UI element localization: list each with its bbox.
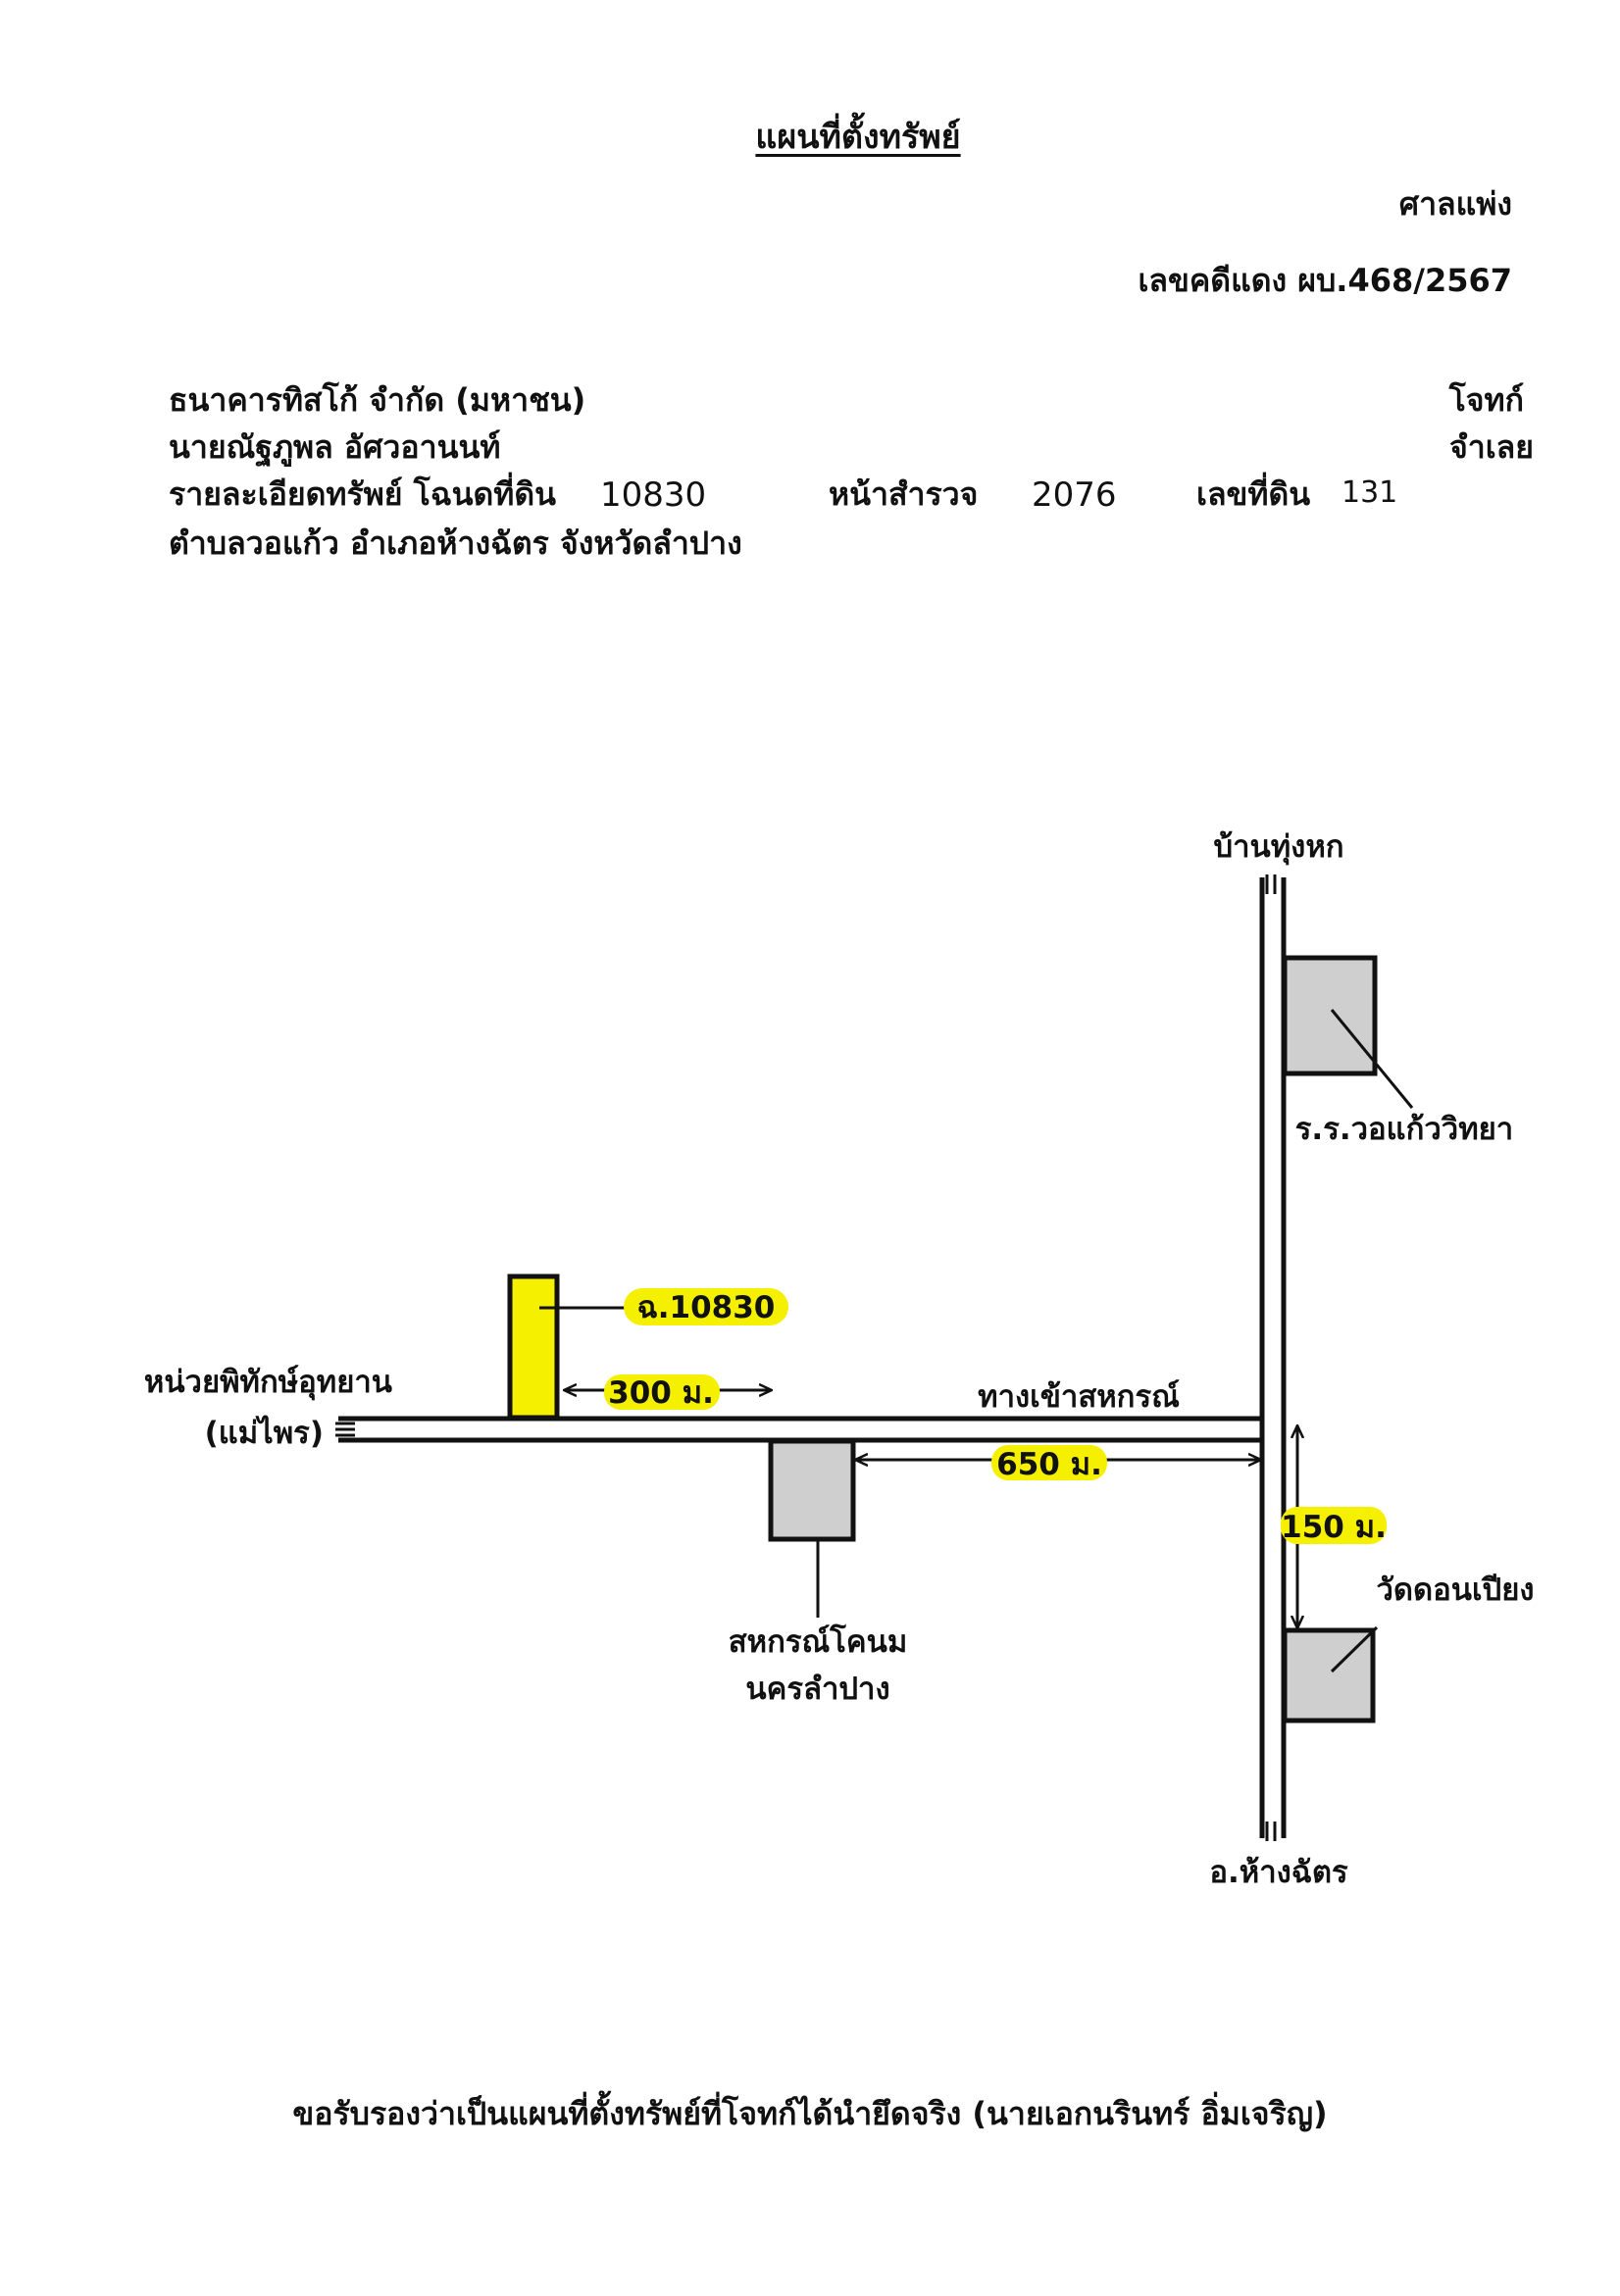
dist-coop-highlight [991,1445,1107,1480]
plaintiff-role: โจทก์ [1448,381,1524,419]
distance-parcel-label: 300 ม. [608,1375,714,1411]
dist-parcel-highlight [604,1374,720,1410]
parcel-label: ฉ.10830 [637,1290,776,1325]
defendant-role: จำเลย [1448,428,1534,466]
survey-page-label: หน้าสำรวจ [829,475,979,513]
case-number: เลขคดีแดง ผบ.468/2567 [1138,262,1512,299]
property-detail-label: รายละเอียดทรัพย์ โฉนดที่ดิน [169,475,557,513]
coop-label-line-1: สหกรณ์โคนม [729,1623,908,1660]
west-destination-label-1: หน่วยพิทักษ์อุทยาน [144,1365,392,1401]
parcel-label-highlight [624,1288,788,1325]
page-title: แผนที่ตั้งทรัพย์ [755,118,961,157]
temple-leader-line [1330,1625,1379,1673]
certification-text: ขอรับรองว่าเป็นแผนที่ตั้งทรัพย์ที่โจทก์ไ… [292,2095,1328,2132]
land-number-label: เลขที่ดิน [1196,475,1311,513]
south-destination-label: อ.ห้างฉัตร [1209,1855,1348,1890]
coop-access-road [335,1416,1262,1443]
school-leader-line [1330,1009,1414,1109]
defendant-name: นายณัฐภูพล อัศวอานนท์ [169,428,501,466]
land-number: 131 [1342,475,1398,510]
school-label: ร.ร.วอแก้ววิทยา [1295,1112,1513,1147]
deed-number: 10830 [600,475,707,515]
parcel-10830 [507,1273,560,1421]
north-destination-label: บ้านทุ่งหก [1213,829,1343,866]
distance-temple-label: 150 ม. [1281,1510,1387,1545]
plaintiff-name: ธนาคารทิสโก้ จำกัด (มหาชน) [169,381,586,419]
coop-building [768,1438,856,1542]
court-name: ศาลแพ่ง [1398,185,1512,223]
west-destination-label-2: (แม่ไพร) [205,1415,324,1451]
distance-coop-label: 650 ม. [996,1447,1102,1482]
school-building [1282,955,1378,1076]
road-name-label: ทางเข้าสหกรณ์ [978,1379,1180,1415]
coop-label-line-2: นครลำปาง [745,1672,889,1707]
main-road [1259,874,1287,1841]
survey-page-number: 2076 [1032,475,1117,515]
temple-label: วัดดอนเปียง [1376,1572,1534,1608]
property-location: ตำบลวอแก้ว อำเภอห้างฉัตร จังหวัดลำปาง [169,524,742,562]
dist-temple-highlight [1281,1507,1387,1544]
